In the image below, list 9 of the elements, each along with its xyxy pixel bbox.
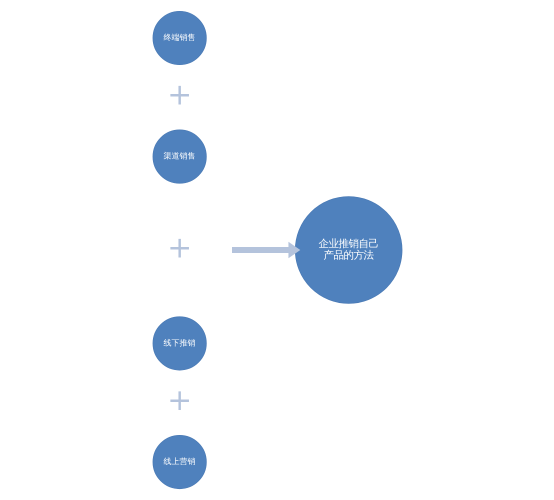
label: + xyxy=(166,229,192,264)
label: + xyxy=(166,382,192,418)
label: + xyxy=(166,76,192,112)
node-circle: 终端销售 xyxy=(152,10,206,66)
arrow xyxy=(232,242,300,258)
node-circle: 企业推销自己产品的方法 xyxy=(294,196,402,304)
node-circle: 线下推销 xyxy=(152,316,206,370)
node-circle: 渠道销售 xyxy=(152,130,206,184)
node-circle: 线上营销 xyxy=(152,434,206,490)
